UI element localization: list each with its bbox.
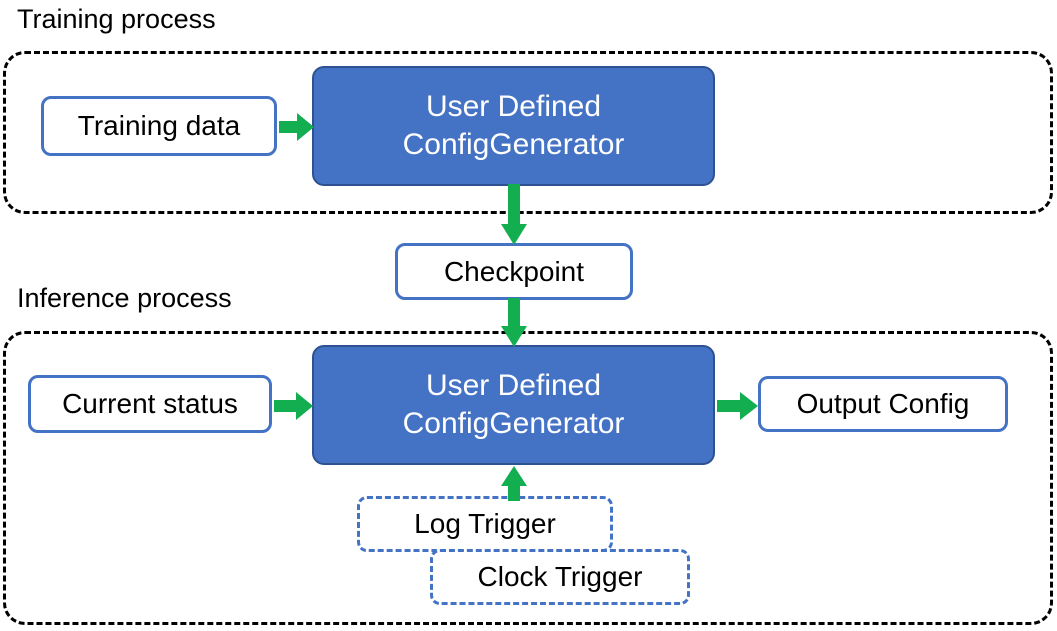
arrow-training-data-to-config-generator-icon: [279, 112, 315, 142]
node-clock-trigger[interactable]: Clock Trigger: [430, 549, 690, 605]
arrow-triggers-to-config-generator-icon: [500, 466, 528, 502]
node-training-data-label: Training data: [77, 110, 241, 141]
inference-process-title: Inference process: [17, 283, 232, 313]
node-inference-user-defined-config-generator[interactable]: User Defined ConfigGenerator: [312, 345, 715, 465]
node-checkpoint[interactable]: Checkpoint: [395, 243, 633, 300]
node-training-user-defined-config-generator[interactable]: User Defined ConfigGenerator: [312, 66, 715, 186]
node-output-config-label: Output Config: [796, 388, 970, 419]
arrow-checkpoint-to-config-generator-icon: [500, 298, 528, 348]
arrow-config-generator-to-output-config-icon: [717, 391, 759, 421]
training-process-container: [3, 51, 1053, 214]
node-checkpoint-label: Checkpoint: [443, 255, 585, 287]
node-current-status[interactable]: Current status: [28, 375, 272, 433]
node-inference-config-generator-line2: ConfigGenerator: [402, 407, 625, 440]
node-training-config-generator-line1: User Defined: [425, 90, 602, 123]
arrow-config-generator-to-checkpoint-icon: [500, 184, 528, 246]
node-current-status-label: Current status: [62, 388, 238, 419]
node-log-trigger[interactable]: Log Trigger: [357, 496, 613, 552]
node-output-config[interactable]: Output Config: [758, 376, 1008, 432]
node-inference-config-generator-line1: User Defined: [425, 369, 602, 402]
training-process-title: Training process: [17, 4, 216, 34]
node-training-config-generator-line2: ConfigGenerator: [402, 128, 625, 161]
arrow-current-status-to-config-generator-icon: [274, 391, 314, 421]
node-training-data[interactable]: Training data: [41, 96, 277, 156]
node-clock-trigger-label: Clock Trigger: [477, 561, 643, 592]
inference-process-container: [3, 331, 1053, 625]
node-log-trigger-label: Log Trigger: [414, 508, 556, 539]
